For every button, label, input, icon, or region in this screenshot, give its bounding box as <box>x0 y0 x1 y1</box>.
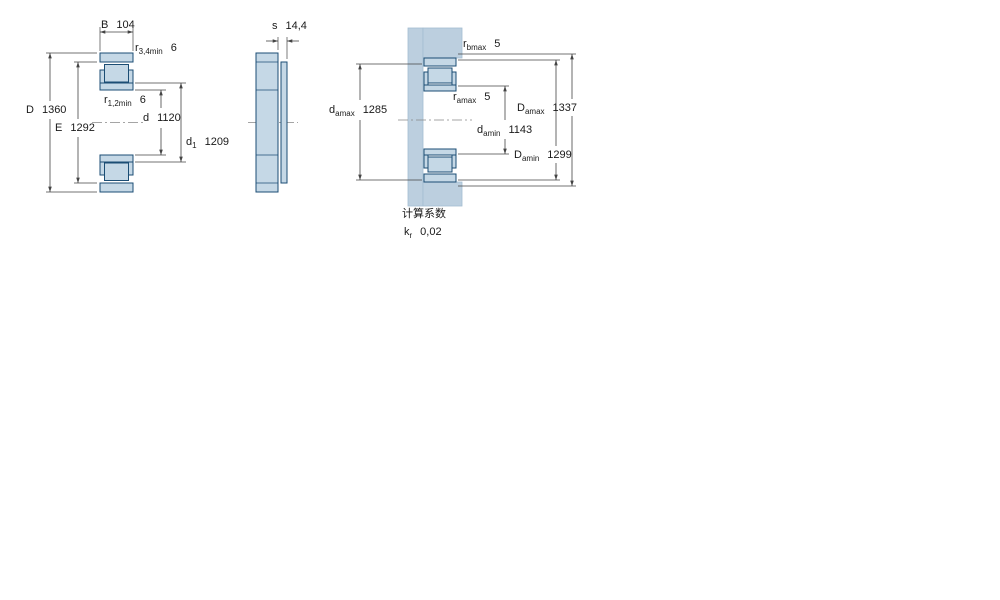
middle-view-dimension-lines <box>266 37 299 59</box>
right-view-dimension-lines <box>356 53 576 187</box>
right-view-bearing-section <box>398 57 472 183</box>
right-view-abutments <box>407 27 463 207</box>
left-view-dimension-lines <box>46 27 186 193</box>
middle-view-bearing-section <box>248 52 298 193</box>
calc-factors-header: 计算系数 <box>402 208 446 220</box>
left-view-bearing-section <box>92 52 143 193</box>
